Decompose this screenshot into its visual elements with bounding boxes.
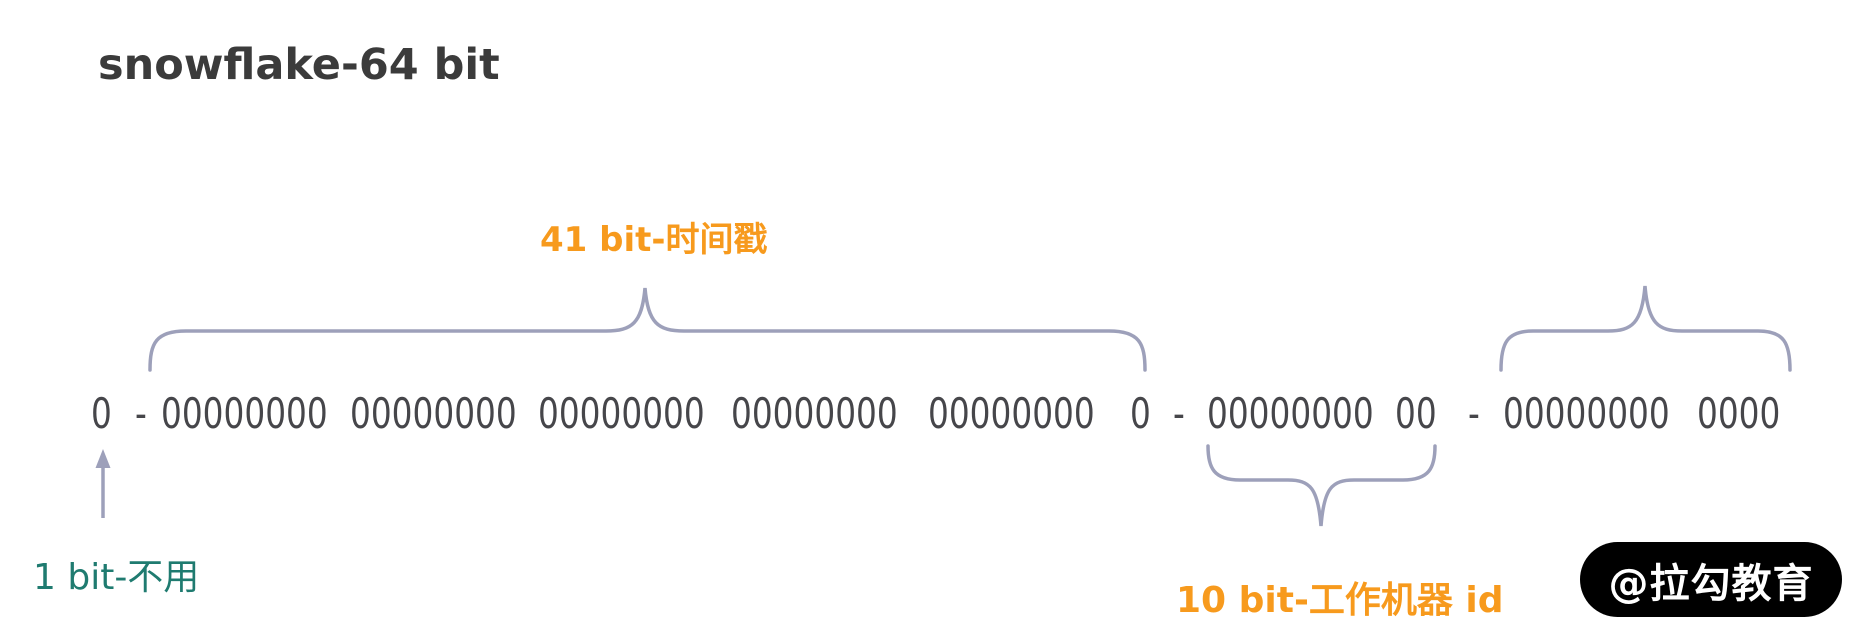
sign-bit-arrow-icon xyxy=(95,449,111,518)
separator-dash: - xyxy=(135,389,147,438)
watermark-text: @拉勾教育 xyxy=(1608,560,1814,607)
bit-group: 00000000 xyxy=(731,389,898,438)
bit-group: 00000000 xyxy=(161,389,328,438)
bit-group: 00000000 xyxy=(1207,389,1374,438)
separator-dash: - xyxy=(1173,389,1185,438)
page-title: snowflake-64 bit xyxy=(98,40,500,90)
sign-bit: 0 xyxy=(91,389,112,438)
worker-id-bits-label: 10 bit-工作机器 id xyxy=(1176,580,1504,621)
bit-group: 00000000 xyxy=(928,389,1095,438)
separator-dash: - xyxy=(1468,389,1480,438)
bit-group: 00000000 xyxy=(1503,389,1670,438)
sign-bit-label: 1 bit-不用 xyxy=(33,557,200,598)
watermark-badge: @拉勾教育 xyxy=(1580,542,1842,617)
sequence-brace xyxy=(1499,285,1792,372)
worker-id-brace xyxy=(1206,444,1437,527)
bit-group: 0000 xyxy=(1697,389,1781,438)
timestamp-brace xyxy=(148,287,1147,372)
bit-group: 00000000 xyxy=(350,389,517,438)
timestamp-bits-label: 41 bit-时间戳 xyxy=(540,220,768,260)
bit-group: 00000000 xyxy=(538,389,705,438)
bit-group: 00 xyxy=(1395,389,1437,438)
bit-group: 0 xyxy=(1130,389,1151,438)
